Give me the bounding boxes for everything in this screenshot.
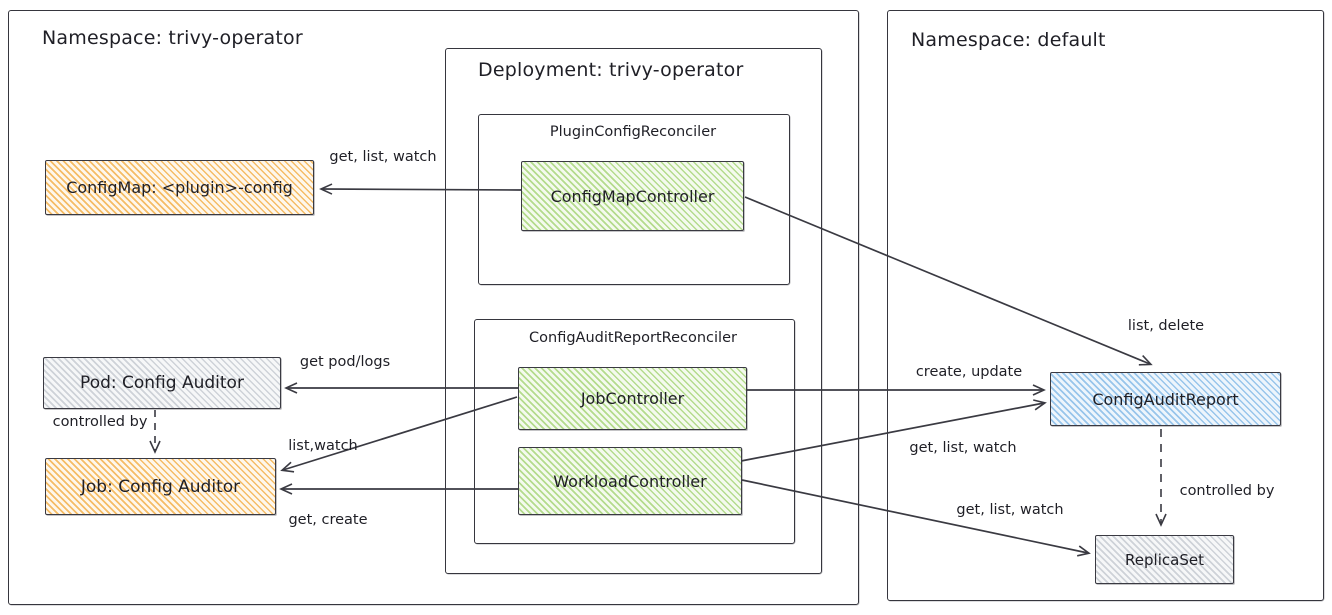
node-configmap-label: ConfigMap: <plugin>-config: [66, 178, 293, 197]
node-workload-controller: WorkloadController: [518, 447, 742, 515]
config-audit-report-reconciler-title: ConfigAuditReportReconciler: [529, 330, 737, 346]
node-job-label: Job: Config Auditor: [80, 476, 241, 497]
node-pod-label: Pod: Config Auditor: [80, 373, 244, 393]
edge-label-get-list-watch-report: get, list, watch: [909, 440, 1017, 456]
namespace-default-box: [887, 10, 1324, 601]
edge-label-controlled-by-pod: controlled by: [52, 414, 148, 430]
edge-label-get-list-watch-replicaset: get, list, watch: [956, 502, 1064, 518]
edge-label-controlled-by-replicaset: controlled by: [1179, 483, 1275, 499]
node-workload-controller-label: WorkloadController: [553, 471, 707, 491]
node-configmap: ConfigMap: <plugin>-config: [45, 160, 314, 215]
plugin-config-reconciler-title: PluginConfigReconciler: [549, 124, 717, 140]
node-configmap-controller: ConfigMapController: [521, 161, 744, 231]
node-job-controller: JobController: [518, 367, 747, 430]
node-replicaset: ReplicaSet: [1095, 535, 1234, 584]
node-pod-config-auditor: Pod: Config Auditor: [43, 357, 281, 409]
edge-label-get-pod-logs: get pod/logs: [299, 354, 391, 370]
node-config-audit-report: ConfigAuditReport: [1050, 372, 1281, 426]
edge-label-get-create: get, create: [288, 512, 368, 528]
node-config-audit-report-label: ConfigAuditReport: [1092, 389, 1239, 409]
node-replicaset-label: ReplicaSet: [1125, 550, 1204, 569]
node-job-config-auditor: Job: Config Auditor: [45, 458, 276, 515]
edge-label-list-watch: list,watch: [288, 438, 358, 454]
edge-label-get-list-watch-configmap: get, list, watch: [329, 149, 437, 165]
edge-label-create-update: create, update: [915, 364, 1023, 380]
deployment-title: Deployment: trivy-operator: [478, 59, 744, 81]
namespace-default-title: Namespace: default: [911, 29, 1106, 51]
node-configmap-controller-label: ConfigMapController: [550, 186, 715, 206]
namespace-trivy-operator-title: Namespace: trivy-operator: [42, 27, 303, 49]
edge-label-list-delete: list, delete: [1127, 318, 1205, 334]
node-job-controller-label: JobController: [580, 389, 685, 408]
